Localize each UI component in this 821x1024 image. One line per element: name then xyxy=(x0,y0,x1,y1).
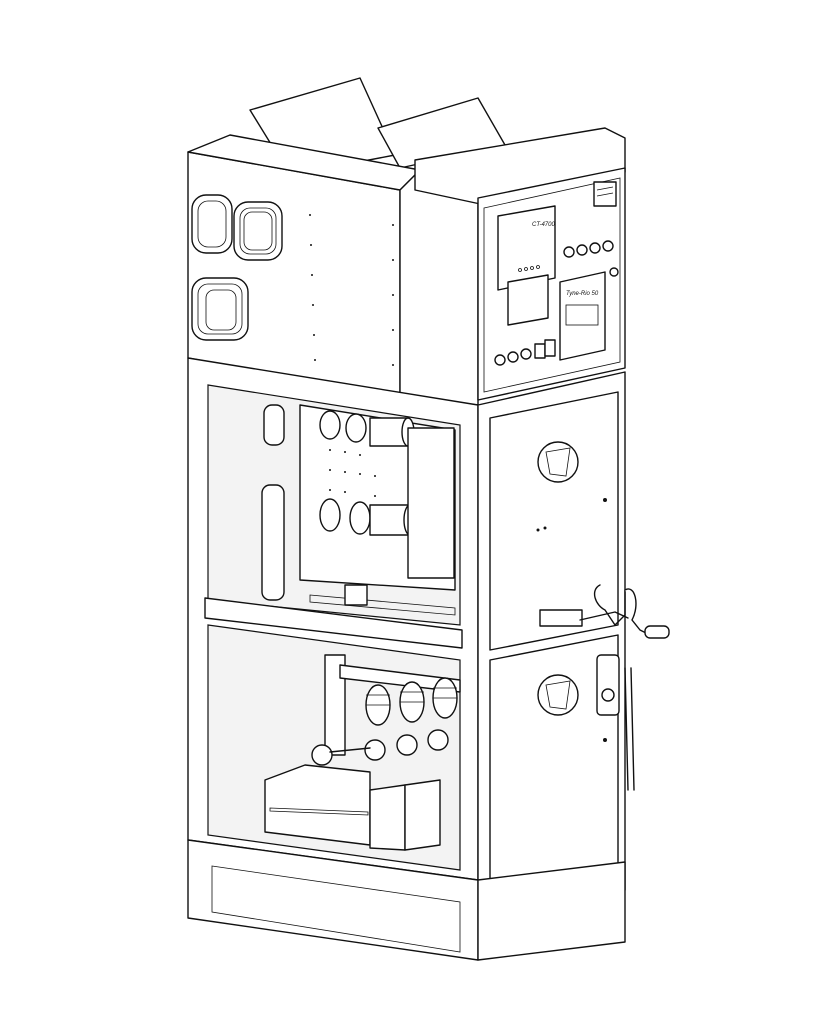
breaker-base-mid xyxy=(369,784,406,851)
busbar-risers xyxy=(261,404,285,601)
control-switches[interactable] xyxy=(494,339,556,366)
right-doors xyxy=(477,371,626,916)
key-interlock[interactable] xyxy=(596,654,620,716)
racking-handle[interactable] xyxy=(579,584,670,791)
energy-meter: Tyne-Rio 50 xyxy=(559,271,606,361)
lower-viewport xyxy=(537,674,579,716)
interlock-bracket xyxy=(344,584,368,606)
plinth xyxy=(187,839,626,961)
upper-viewport xyxy=(537,441,579,483)
handle-grip[interactable] xyxy=(644,625,670,639)
nameplate xyxy=(593,181,617,207)
breaker-top-plate xyxy=(339,664,461,693)
divider-beam xyxy=(204,597,463,649)
breaker-rod xyxy=(324,654,346,756)
upper-insulators xyxy=(319,410,455,579)
meter-label: Tyne-Rio 50 xyxy=(566,291,599,297)
lv-compartment: CT-4700 Tyne-Rio 50 xyxy=(414,127,626,401)
vacuum-interrupters xyxy=(365,677,458,726)
breaker-base-right xyxy=(404,779,441,851)
ct-block xyxy=(407,427,455,579)
indicator-lamps xyxy=(563,240,619,277)
protection-relay: CT-4700 xyxy=(497,205,556,326)
bushing-group xyxy=(191,194,283,341)
racking-port[interactable] xyxy=(539,609,583,627)
plinth-side xyxy=(477,861,626,961)
bushing-top-left xyxy=(191,194,233,254)
top-section xyxy=(187,134,479,406)
relay-label: CT-4700 xyxy=(532,222,555,228)
breaker-arms xyxy=(311,729,449,766)
bushing-top-right xyxy=(233,201,283,261)
breaker-base-left xyxy=(264,764,371,846)
circuit-breaker xyxy=(264,654,461,851)
top-mid-panel xyxy=(399,169,479,406)
upper-door[interactable] xyxy=(489,391,619,651)
top-side-panel xyxy=(187,151,401,399)
